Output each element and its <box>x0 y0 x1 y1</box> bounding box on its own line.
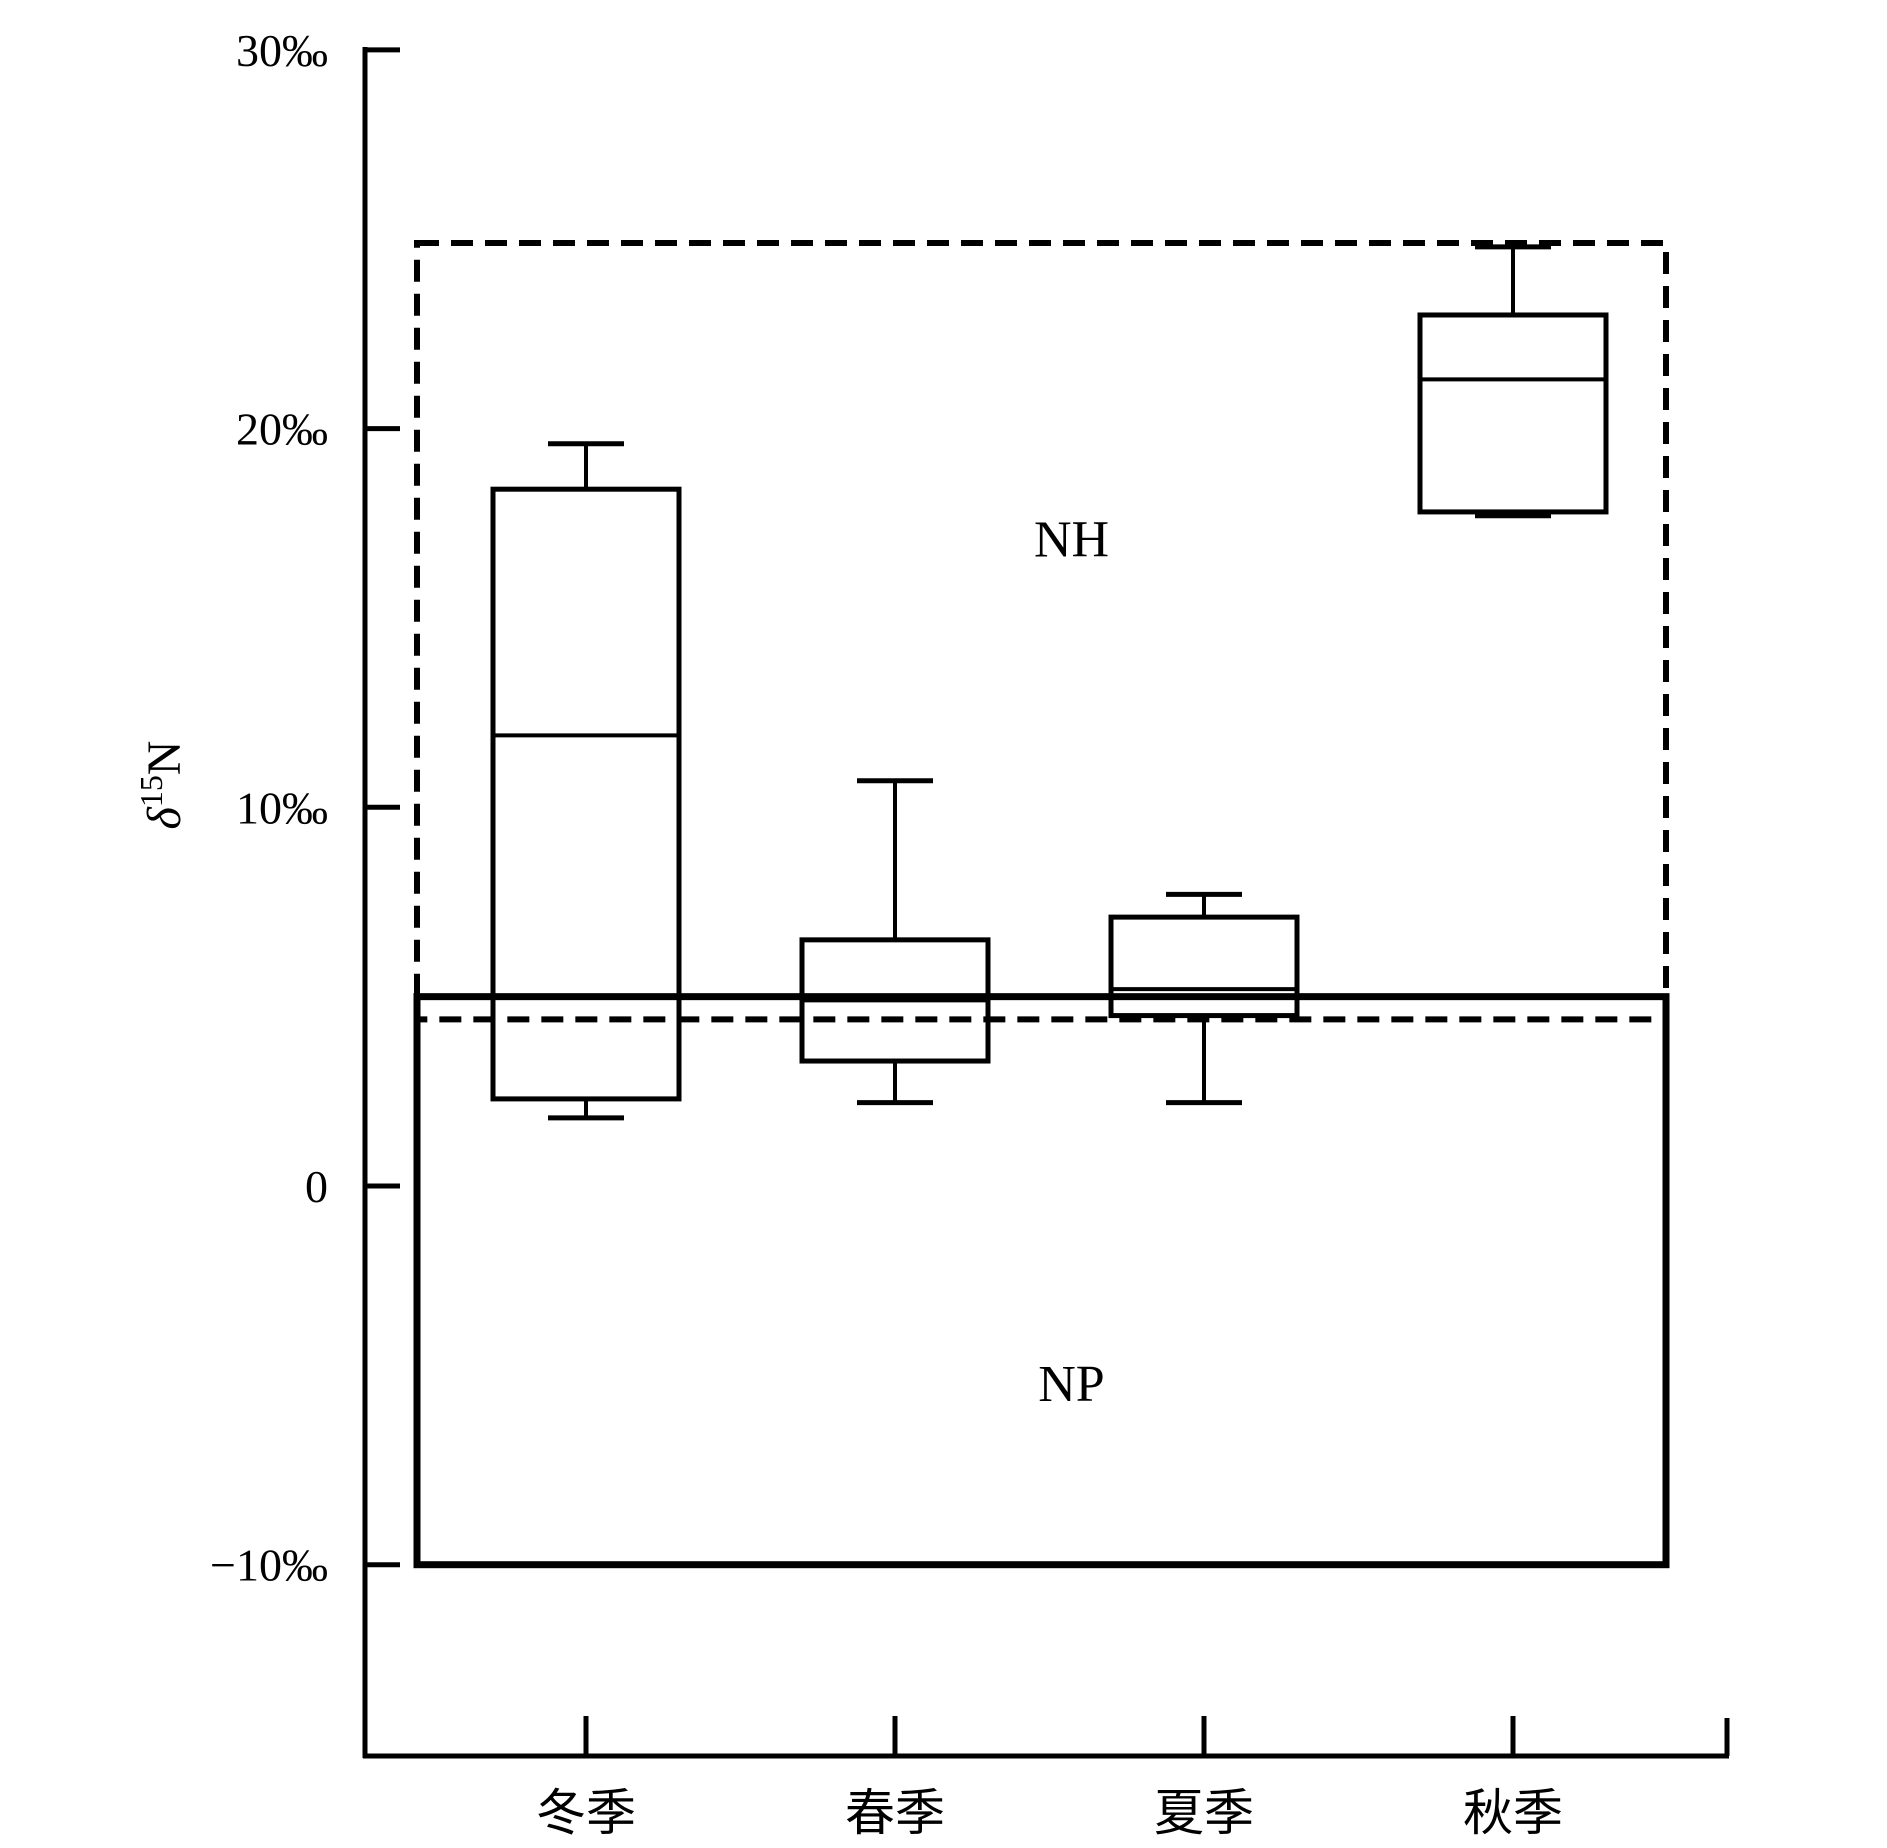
x-tick-label: 春季 <box>845 1785 945 1841</box>
y-ticks: 30‰ 20‰ 10‰ 0 −10‰ <box>210 25 400 1591</box>
x-ticks: 冬季 春季 夏季 秋季 <box>536 1716 1563 1841</box>
y-tick-label: −10‰ <box>210 1540 328 1591</box>
region-np <box>413 993 1670 1569</box>
box-2 <box>799 778 991 1106</box>
regions: NH NP <box>413 240 1670 1569</box>
boxes <box>490 244 1609 1121</box>
x-tick-label: 冬季 <box>536 1785 636 1841</box>
x-tick-label: 秋季 <box>1463 1785 1563 1841</box>
y-tick-label: 10‰ <box>236 782 328 833</box>
box-iqr <box>490 486 682 1102</box>
y-tick-label: 30‰ <box>236 25 328 76</box>
axes <box>362 47 1730 1759</box>
region-nh <box>414 240 1669 1023</box>
box-iqr <box>1108 914 1300 1019</box>
region-label-np: NP <box>1038 1356 1104 1413</box>
box-iqr <box>1417 312 1609 515</box>
region-label-nh: NH <box>1034 511 1109 568</box>
box-1 <box>490 441 682 1121</box>
y-tick-label: 20‰ <box>236 404 328 455</box>
box-4 <box>1417 244 1609 519</box>
box-3 <box>1108 891 1300 1106</box>
x-tick-label: 夏季 <box>1154 1785 1254 1841</box>
y-tick-label: 0 <box>305 1161 328 1212</box>
y-axis-label: δ15N <box>133 741 191 830</box>
